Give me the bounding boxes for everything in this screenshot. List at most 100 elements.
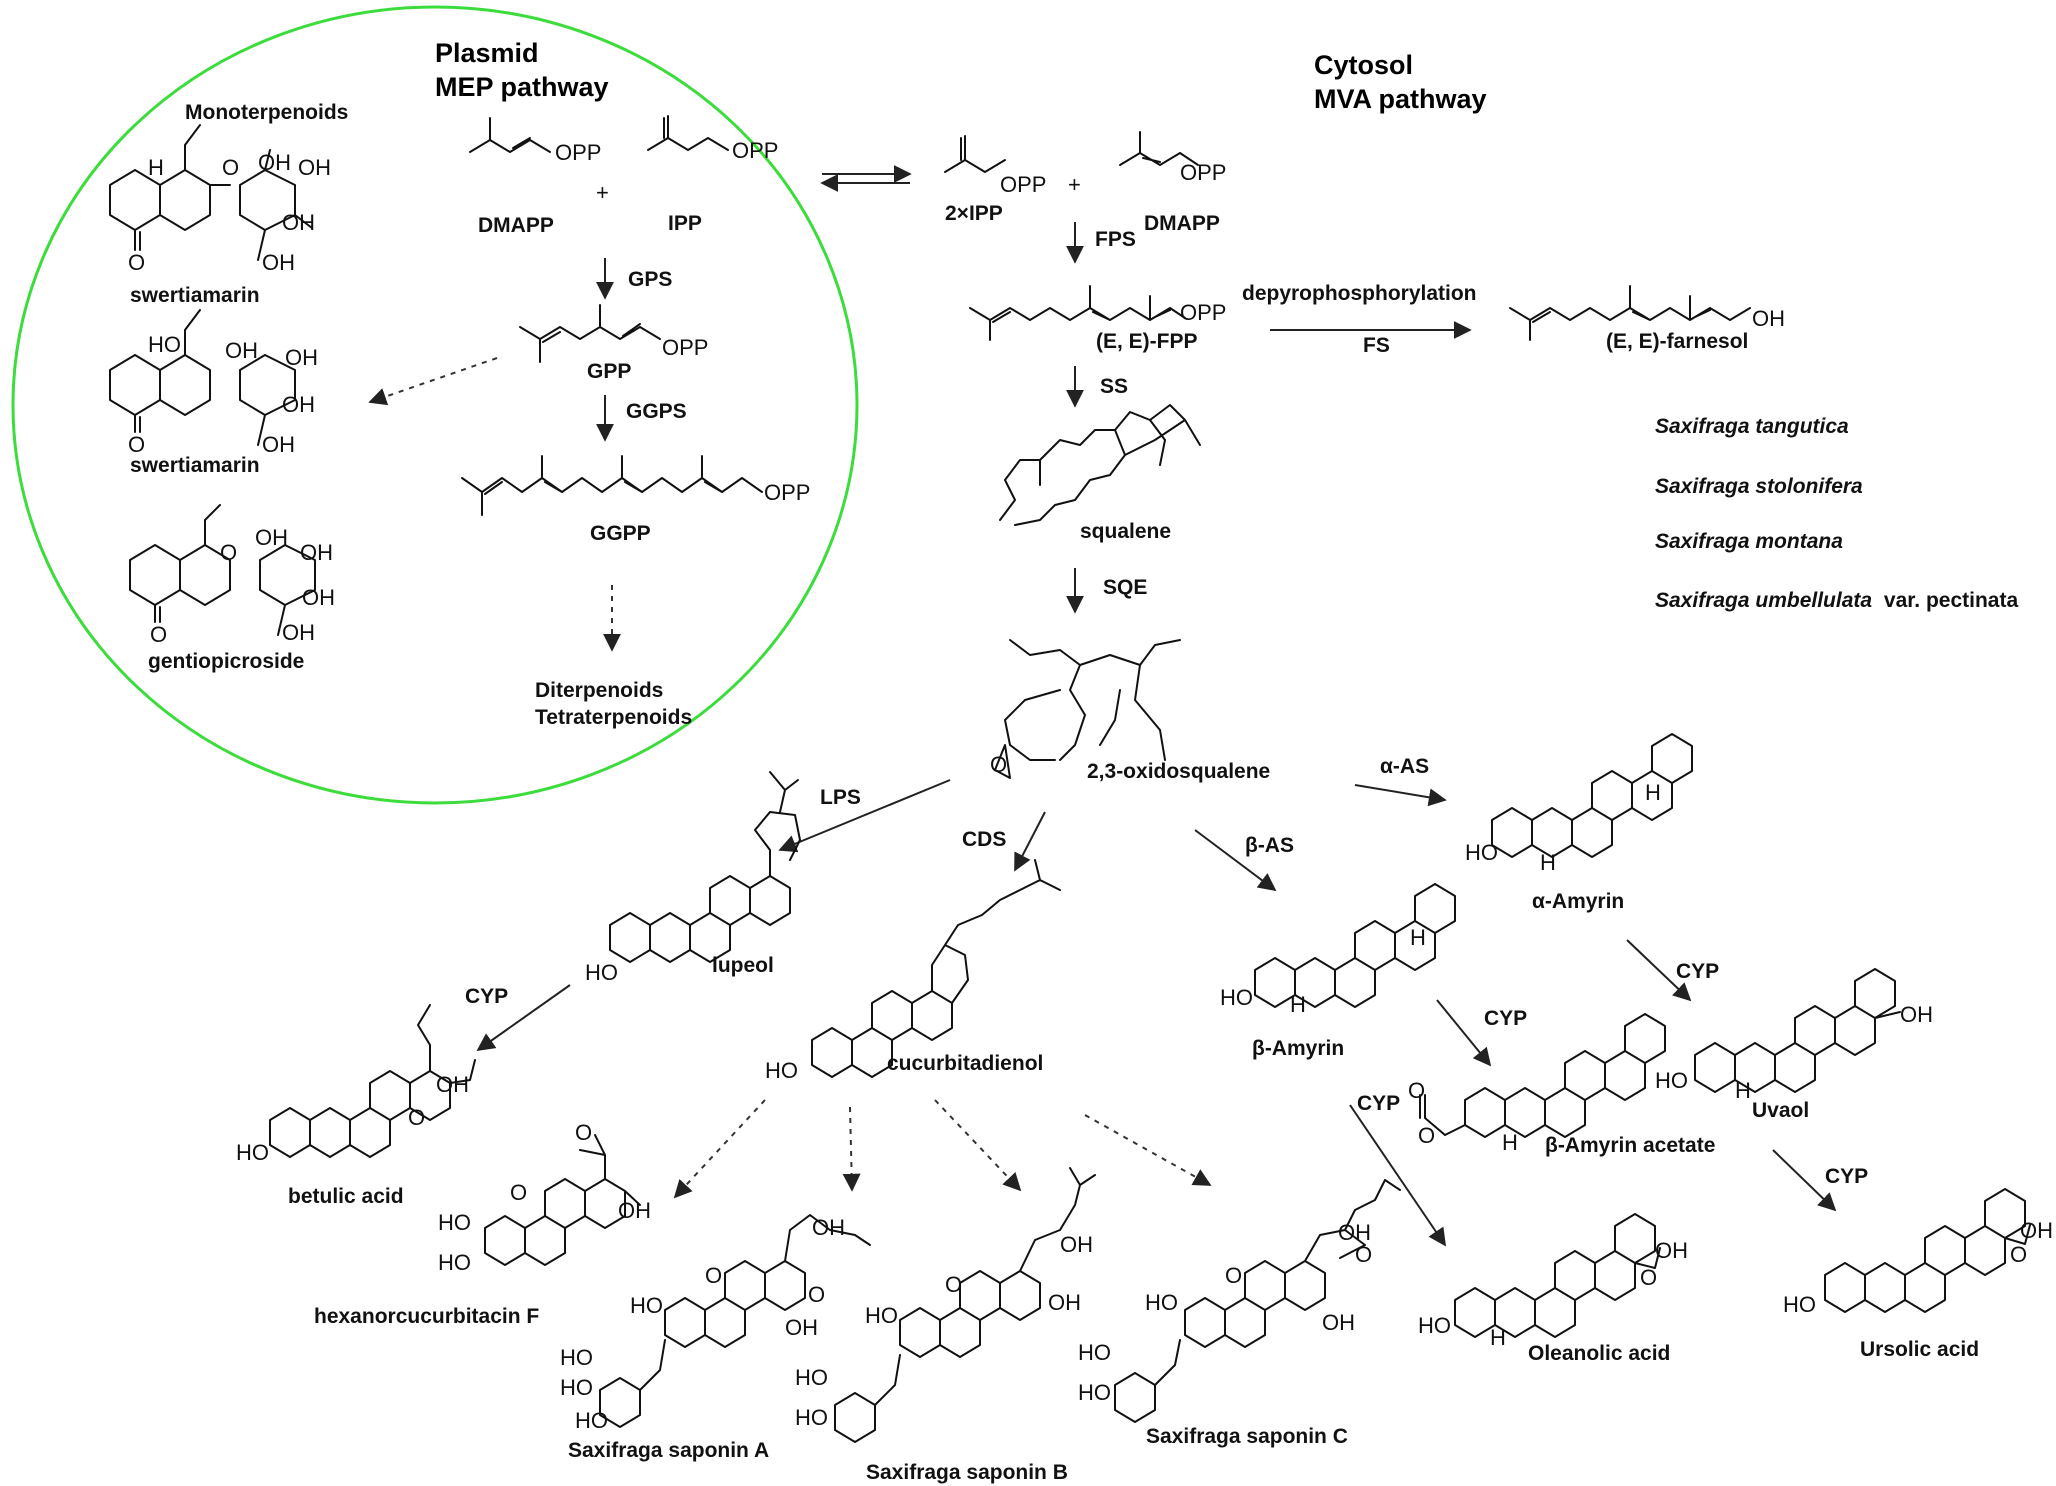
dmapp-left-label: DMAPP (478, 214, 554, 237)
svg-text:HO: HO (236, 1140, 269, 1165)
saponin-b-structure: HO O OH OH HO HO (795, 1167, 1096, 1443)
beta-as-label: β-AS (1245, 834, 1294, 857)
svg-text:OH: OH (225, 338, 258, 363)
uvaol-structure: HO H OH (1655, 968, 1933, 1103)
svg-text:O: O (1355, 1242, 1372, 1267)
svg-text:HO: HO (1418, 1313, 1451, 1338)
sapC-dashed-arrow (1084, 1114, 1212, 1186)
legend-saxifraga-tangutica: Saxifraga tangutica (1655, 415, 1849, 438)
svg-text:OH: OH (282, 210, 315, 235)
beta-amyrin-acetate-structure: O O H (1408, 1013, 1666, 1155)
equilibrium-arrows (820, 165, 912, 192)
svg-text:OH: OH (285, 345, 318, 370)
svg-text:O: O (510, 1180, 527, 1205)
legend-saxifraga-stolonifera: Saxifraga stolonifera (1655, 475, 1863, 498)
svg-text:HO: HO (795, 1405, 828, 1430)
beta-amyrin-structure: HO H H (1220, 883, 1456, 1017)
saponin-a-label: Saxifraga saponin A (568, 1439, 769, 1462)
betulic-acid-label: betulic acid (288, 1185, 404, 1208)
alpha-as-arrow (1354, 784, 1447, 807)
cds-label: CDS (962, 828, 1006, 851)
cyp-betulic-arrow (476, 984, 571, 1052)
dmapp-right-label: DMAPP (1144, 212, 1220, 235)
svg-text:HO: HO (1078, 1340, 1111, 1365)
svg-text:H: H (1502, 1130, 1518, 1155)
gentiopicroside-label: gentiopicroside (148, 650, 304, 673)
cytosol-title: Cytosol (1314, 50, 1413, 80)
svg-text:OH: OH (1048, 1290, 1081, 1315)
svg-text:HO: HO (795, 1365, 828, 1390)
plasmid-compartment-ellipse (11, 5, 859, 805)
svg-text:O: O (408, 1105, 425, 1130)
svg-text:OPP: OPP (662, 335, 708, 360)
svg-text:OH: OH (1322, 1310, 1355, 1335)
svg-text:OH: OH (1338, 1220, 1371, 1245)
svg-text:O: O (150, 622, 167, 647)
ipp-left-structure: OPP (647, 115, 778, 163)
svg-text:OH: OH (302, 585, 335, 610)
svg-text:OPP: OPP (555, 140, 601, 165)
svg-text:OH: OH (1060, 1232, 1093, 1257)
ggpp-structure: OPP (461, 455, 810, 516)
cyp-betulic-label: CYP (465, 985, 508, 1008)
svg-text:HO: HO (585, 960, 618, 985)
svg-text:O: O (222, 155, 239, 180)
svg-text:O: O (1225, 1263, 1242, 1288)
plus-sign-left: + (596, 180, 609, 205)
monoterpenoids-label: Monoterpenoids (185, 101, 348, 124)
svg-text:HO: HO (148, 332, 181, 357)
ipp-right-label: 2×IPP (945, 202, 1003, 225)
alpha-amyrin-structure: HO H H (1465, 733, 1693, 875)
gpp-to-monoterpenoid-dashed-arrow (368, 357, 498, 406)
saponin-a-structure: HO O O OH OH HO HO HO (560, 1214, 871, 1433)
oleanolic-acid-structure: HO H O OH (1418, 1213, 1688, 1350)
svg-text:OPP: OPP (764, 480, 810, 505)
swertiamarin-2-label: swertiamarin (130, 454, 260, 477)
legend-umbellulata-species: Saxifraga umbellulata (1655, 589, 1872, 612)
cyp-ursolic-arrow (1772, 1149, 1837, 1212)
svg-text:O: O (575, 1120, 592, 1145)
alpha-amyrin-label: α-Amyrin (1532, 890, 1624, 913)
beta-amyrin-acetate-label: β-Amyrin acetate (1545, 1134, 1715, 1157)
lps-label: LPS (820, 786, 861, 809)
cyp-oleanolic-label: CYP (1357, 1092, 1400, 1115)
svg-text:OH: OH (262, 250, 295, 275)
svg-text:HO: HO (1655, 1068, 1688, 1093)
svg-text:O: O (128, 250, 145, 275)
ipp-left-label: IPP (668, 212, 702, 235)
svg-text:HO: HO (1078, 1380, 1111, 1405)
svg-text:HO: HO (560, 1345, 593, 1370)
svg-text:HO: HO (1783, 1292, 1816, 1317)
swertiamarin-1-label: swertiamarin (130, 284, 260, 307)
svg-text:OPP: OPP (732, 138, 778, 163)
svg-text:O: O (1408, 1078, 1425, 1103)
svg-text:OH: OH (812, 1215, 845, 1240)
cyp-beta-acetate-arrow (1436, 999, 1492, 1067)
svg-text:HO: HO (1465, 840, 1498, 865)
hexanor-dashed-arrow (673, 1099, 766, 1199)
legend-saxifraga-umbellulata: Saxifraga umbellulata var. pectinata (1655, 589, 2018, 612)
svg-text:HO: HO (560, 1375, 593, 1400)
fs-label: FS (1363, 334, 1390, 357)
ipp-right-structure: OPP (944, 135, 1046, 197)
svg-text:HO: HO (765, 1058, 798, 1083)
oxidosqualene-structure: O (990, 639, 1181, 779)
svg-text:OH: OH (298, 155, 331, 180)
svg-text:O: O (1418, 1123, 1435, 1148)
uvaol-label: Uvaol (1752, 1099, 1809, 1122)
sapB-dashed-arrow (934, 1099, 1022, 1192)
svg-text:O: O (1640, 1265, 1657, 1290)
lupeol-structure: HO (585, 771, 801, 985)
farnesol-label: (E, E)-farnesol (1606, 330, 1748, 353)
svg-text:H: H (1540, 850, 1556, 875)
oleanolic-acid-label: Oleanolic acid (1528, 1342, 1670, 1365)
cyp-oleanolic-arrow (1349, 1104, 1447, 1247)
svg-text:OH: OH (300, 540, 333, 565)
svg-text:OH: OH (258, 150, 291, 175)
svg-text:OH: OH (262, 432, 295, 457)
squalene-structure (999, 404, 1201, 526)
svg-text:OH: OH (436, 1072, 469, 1097)
fpp-structure: OPP (969, 285, 1226, 341)
saponin-c-label: Saxifraga saponin C (1146, 1425, 1348, 1448)
svg-text:OH: OH (1655, 1238, 1688, 1263)
